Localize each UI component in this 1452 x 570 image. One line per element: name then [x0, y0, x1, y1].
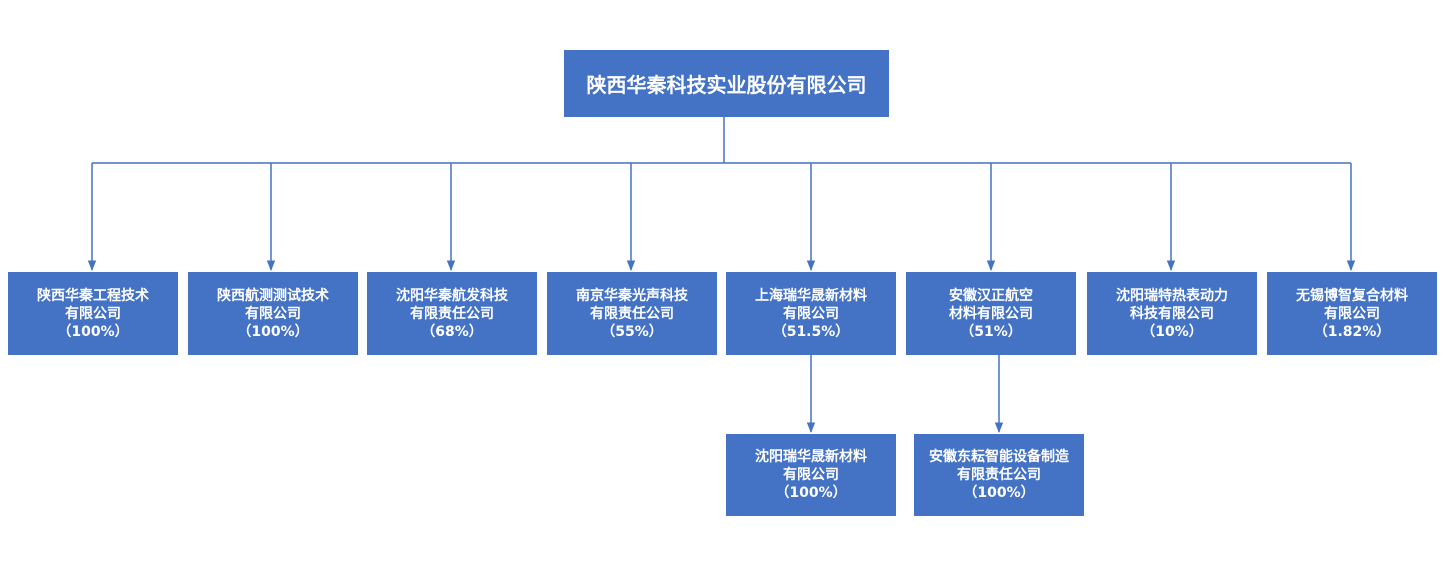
sub-subsidiary-node-2: 安徽东耘智能设备制造 有限责任公司 （100%） — [914, 434, 1084, 516]
subsidiary-name: 陕西华秦工程技术 — [37, 287, 149, 304]
subsidiary-name: 南京华秦光声科技 — [576, 287, 688, 304]
subsidiary-name: 有限公司 — [783, 467, 839, 483]
subsidiary-name: 有限责任公司 — [590, 305, 674, 322]
subsidiary-name: 安徽东耘智能设备制造 — [929, 449, 1069, 465]
ownership-percent: （100%） — [775, 485, 847, 501]
subsidiary-node-7: 沈阳瑞特热表动力 科技有限公司 （10%） — [1087, 272, 1257, 355]
ownership-percent: （100%） — [237, 323, 309, 340]
root-company-node: 陕西华秦科技实业股份有限公司 — [564, 50, 889, 117]
subsidiary-node-1: 陕西华秦工程技术 有限公司 （100%） — [8, 272, 178, 355]
ownership-percent: （10%） — [1141, 323, 1203, 340]
subsidiary-name: 沈阳华秦航发科技 — [396, 287, 508, 304]
subsidiary-name: 无锡博智复合材料 — [1296, 287, 1408, 304]
subsidiary-name: 沈阳瑞华晟新材料 — [755, 449, 867, 465]
subsidiary-name: 科技有限公司 — [1130, 305, 1214, 322]
ownership-percent: （51%） — [960, 323, 1022, 340]
subsidiary-node-3: 沈阳华秦航发科技 有限责任公司 （68%） — [367, 272, 537, 355]
subsidiary-name: 有限公司 — [245, 305, 301, 322]
ownership-percent: （68%） — [421, 323, 483, 340]
subsidiary-name: 有限责任公司 — [410, 305, 494, 322]
ownership-percent: （100%） — [963, 485, 1035, 501]
ownership-percent: （100%） — [57, 323, 129, 340]
sub-subsidiary-node-1: 沈阳瑞华晟新材料 有限公司 （100%） — [726, 434, 896, 516]
subsidiary-node-6: 安徽汉正航空 材料有限公司 （51%） — [906, 272, 1076, 355]
subsidiary-node-2: 陕西航测测试技术 有限公司 （100%） — [188, 272, 358, 355]
subsidiary-node-4: 南京华秦光声科技 有限责任公司 （55%） — [547, 272, 717, 355]
subsidiary-name: 上海瑞华晟新材料 — [755, 287, 867, 304]
subsidiary-name: 陕西航测测试技术 — [217, 287, 329, 304]
subsidiary-name: 有限公司 — [65, 305, 121, 322]
subsidiary-node-8: 无锡博智复合材料 有限公司 （1.82%） — [1267, 272, 1437, 355]
subsidiary-name: 安徽汉正航空 — [949, 287, 1033, 304]
subsidiary-name: 有限公司 — [1324, 305, 1380, 322]
subsidiary-name: 材料有限公司 — [949, 305, 1033, 322]
ownership-percent: （51.5%） — [772, 323, 850, 340]
ownership-percent: （55%） — [601, 323, 663, 340]
subsidiary-node-5: 上海瑞华晟新材料 有限公司 （51.5%） — [726, 272, 896, 355]
subsidiary-name: 有限责任公司 — [957, 467, 1041, 483]
subsidiary-name: 沈阳瑞特热表动力 — [1116, 287, 1228, 304]
ownership-percent: （1.82%） — [1313, 323, 1391, 340]
root-company-name: 陕西华秦科技实业股份有限公司 — [586, 73, 867, 97]
subsidiary-name: 有限公司 — [783, 305, 839, 322]
